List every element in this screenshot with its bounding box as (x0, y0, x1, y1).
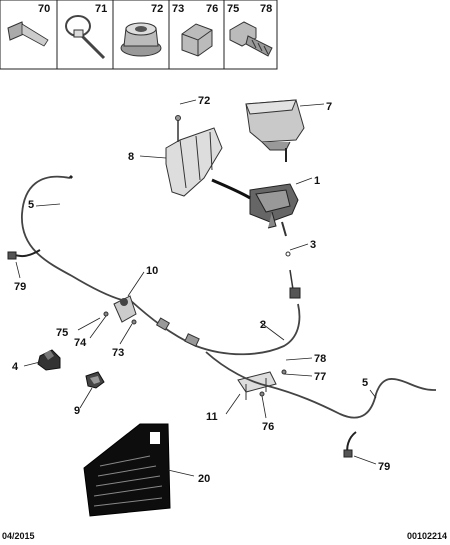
callout-4: 4 (12, 361, 19, 373)
warning-label (83, 423, 171, 517)
nut-icon (181, 23, 213, 57)
callout-1: 1 (314, 175, 320, 187)
legend-label-73: 73 (172, 3, 184, 15)
legend-label-70: 70 (38, 3, 50, 15)
callout-10: 10 (146, 265, 158, 277)
callout-73: 73 (112, 347, 124, 359)
legend-strip: 70 71 72 73 76 75 78 (0, 0, 278, 70)
cable-tie-icon (65, 15, 106, 60)
leader-lines (15, 99, 377, 477)
footer-reference: 00102214 (406, 531, 447, 541)
grommet-clip-left (7, 251, 17, 260)
callout-79-left: 79 (14, 281, 26, 293)
callout-72: 72 (198, 95, 210, 107)
clip-4 (37, 349, 61, 371)
callout-74: 74 (74, 337, 87, 349)
flange-nut-icon (120, 22, 162, 57)
callout-9: 9 (74, 405, 80, 417)
callout-78: 78 (314, 353, 326, 365)
cable-end-fitting (289, 287, 301, 299)
control-unit (245, 99, 305, 162)
callout-3: 3 (310, 239, 316, 251)
legend-label-78: 78 (260, 3, 272, 15)
callout-75: 75 (56, 327, 68, 339)
callout-5-left: 5 (28, 199, 34, 211)
callout-20: 20 (198, 473, 210, 485)
cable-left (21, 175, 123, 301)
screw-icon (7, 21, 49, 47)
cable-right (205, 351, 437, 419)
callout-7: 7 (326, 101, 332, 113)
footer-date: 04/2015 (2, 531, 35, 541)
legend-label-76: 76 (206, 3, 218, 15)
legend-label-71: 71 (95, 3, 107, 15)
callout-5-right: 5 (362, 377, 368, 389)
legend-label-75: 75 (227, 3, 239, 15)
parking-brake-actuator (211, 178, 299, 237)
callout-76: 76 (262, 421, 274, 433)
bolt-icon (229, 21, 273, 57)
callout-79-right: 79 (378, 461, 390, 473)
legend-label-72: 72 (151, 3, 163, 15)
clip-9 (85, 371, 105, 389)
callout-8: 8 (128, 151, 134, 163)
callout-11: 11 (206, 411, 218, 423)
bracket (165, 115, 223, 197)
connector (285, 251, 291, 257)
callout-77: 77 (314, 371, 326, 383)
cable-center (129, 299, 301, 356)
callout-2: 2 (260, 319, 266, 331)
grommet-clip-right (343, 449, 353, 458)
